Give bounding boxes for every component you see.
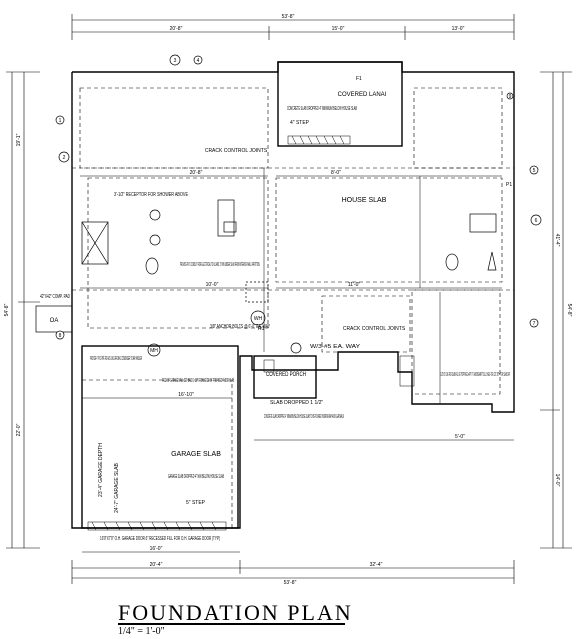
dim-right-overall: 54'-8" bbox=[566, 304, 572, 317]
comp-pad-label: 42"X42" COMP. PAD bbox=[40, 294, 70, 300]
house-slab-label: HOUSE SLAB bbox=[342, 197, 387, 204]
marker-label-1: 1 bbox=[59, 118, 62, 124]
pvc-conduit-note: PROVIDE PVC CONDUIT FOR ELECTRICAL TO IS… bbox=[180, 262, 260, 268]
fixtures bbox=[35, 199, 497, 357]
sill-note-2: W/3-#5 EA. WAY bbox=[310, 344, 361, 350]
dim-mid-2: 8'-0" bbox=[331, 170, 341, 176]
dim-mid-1: 20'-8" bbox=[190, 170, 203, 176]
marker-label-3: 3 bbox=[174, 58, 177, 64]
condenser-label: OA bbox=[50, 318, 59, 324]
p1-label: P1 bbox=[506, 182, 512, 188]
marker-label-7: 7 bbox=[533, 321, 536, 327]
dim-left-seg-1: 19'-1" bbox=[16, 133, 22, 146]
garage-door-note: 16'0"X7'0" O.H. GARAGE DOOR 6" RECESSED … bbox=[100, 536, 220, 542]
dim-mid-6: 5'-0" bbox=[455, 434, 465, 440]
slab-outline bbox=[71, 61, 515, 529]
dim-top-overall: 53'-8" bbox=[282, 14, 295, 20]
hatch-bars bbox=[87, 135, 415, 531]
dim-mid-5: 16'-10" bbox=[178, 392, 194, 398]
interior-dimensions bbox=[80, 168, 514, 553]
ac-pipe-note: PROVIDE 4" PVC PIPE FOR A/C LINES FROM A… bbox=[90, 356, 142, 362]
covered-lanai-label: COVERED LANAI bbox=[338, 92, 387, 98]
foundation-plan-drawing: 53'-8" 20'-8" 15'-0" 13'-0" 53'-8" 20'-4… bbox=[4, 14, 572, 586]
marker-label-9: 9 bbox=[509, 94, 512, 100]
dim-top-seg-2: 15'-0" bbox=[332, 26, 345, 32]
porch-note: CONCRETE SLAB DROPPED 4" MINIMUM BELOW H… bbox=[264, 414, 344, 420]
marker-label-8: 8 bbox=[59, 333, 62, 339]
step-note-1: 4" STEP bbox=[290, 120, 310, 126]
garage-depth-note: 23'-4" GARAGE DEPTH bbox=[98, 443, 104, 497]
dim-top-seg-3: 13'-0" bbox=[452, 26, 465, 32]
dim-bottom-seg-2: 32'-4" bbox=[370, 562, 383, 568]
dim-bottom-overall: 53'-8" bbox=[284, 580, 297, 586]
dim-right-seg-1: 41'-4" bbox=[554, 234, 560, 247]
wh-label: WH bbox=[254, 316, 263, 322]
drawing-title: FOUNDATION PLAN bbox=[118, 600, 353, 625]
garage-slab-note: GARAGE SLAB DROPPED 4" MIN BELOW HOUSE S… bbox=[168, 474, 224, 480]
marker-label-4: 4 bbox=[197, 58, 200, 64]
covered-porch-label: COVERED PORCH bbox=[266, 372, 306, 378]
mh-label: MH bbox=[150, 348, 158, 354]
marker-label-5: 5 bbox=[533, 168, 536, 174]
garage-width-note: 24'-7" GARAGE SLAB bbox=[114, 462, 120, 512]
receptor-note: 3'-1/2" RECEPTOR FOR SHOWER ABOVE bbox=[114, 192, 188, 198]
garage-wall-note: FACE OF GARAGE WALL SET BACK 1 1/2" FROM… bbox=[162, 378, 234, 384]
dim-mid-3: 11'-0" bbox=[348, 282, 361, 288]
lanai-note: CONCRETE SLAB DROPPED 4" MINIMUM BELOW H… bbox=[287, 106, 357, 112]
marker-label-2: 2 bbox=[63, 155, 66, 161]
dim-mid-4: 10'-0" bbox=[206, 282, 219, 288]
callout-markers bbox=[55, 54, 542, 340]
marker-label-6: 6 bbox=[535, 218, 538, 224]
dimension-lines bbox=[6, 14, 572, 584]
crack-joints-note-1: CRACK CONTROL JOINTS bbox=[205, 148, 268, 154]
step-note-2: 5" STEP bbox=[186, 500, 206, 506]
dim-left-overall: 54'-8" bbox=[4, 303, 10, 316]
garage-slab-label: GARAGE SLAB bbox=[171, 451, 221, 458]
dim-right-seg-2: 14'-0" bbox=[554, 474, 560, 487]
dim-left-seg-2: 22'-0" bbox=[16, 423, 22, 436]
r1-label: R1 bbox=[258, 326, 265, 332]
sill-note: 3/8" ANCHOR BOLTS @ 6'-0" EA. WAY bbox=[210, 324, 270, 330]
crack-joints-note-2: CRACK CONTROL JOINTS bbox=[343, 326, 406, 332]
footing-dashes bbox=[72, 87, 514, 529]
dim-bottom-seg-1: 20'-4" bbox=[150, 562, 163, 568]
title-underline bbox=[118, 623, 345, 625]
dim-top-seg-1: 20'-8" bbox=[170, 26, 183, 32]
dim-bottom-seg-3: 16'-0" bbox=[150, 546, 163, 552]
drawing-scale: 1/4" = 1'-0" bbox=[118, 626, 165, 637]
f1-label: F1 bbox=[356, 76, 362, 82]
pipe-note: 3 1/2"x3" LINE FOR SLAB FILL OR TOPPING … bbox=[440, 372, 510, 378]
dropped-note: SLAB DROPPED 1 1/2" bbox=[270, 400, 323, 406]
